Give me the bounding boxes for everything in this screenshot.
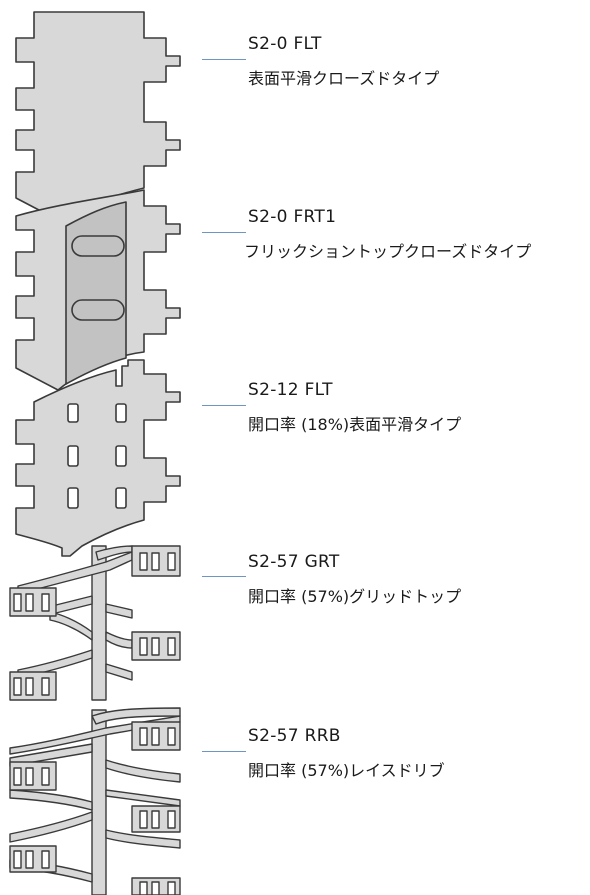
- belt-module-s2-57-grt: [9, 545, 181, 701]
- belt-illustration: [9, 11, 181, 895]
- belt-description: 開口率 (57%)グリッドトップ: [248, 587, 462, 606]
- belt-description: 表面平滑クローズドタイプ: [248, 69, 440, 88]
- grip-strip-lower: [71, 299, 125, 321]
- belt-code: S2-57 RRB: [248, 726, 341, 746]
- belt-entry-s2-0-frt1: S2-0 FRT1 フリックショントップクローズドタイプ: [244, 206, 531, 263]
- belt-module-s2-57-rrb: [9, 707, 181, 895]
- belt-entry-s2-57-rrb: S2-57 RRB 開口率 (57%)レイスドリブ: [248, 725, 445, 782]
- leader-line-s2-0-frt1: [202, 232, 246, 233]
- leader-line-s2-57-grt: [202, 576, 246, 577]
- belt-entry-s2-12-flt: S2-12 FLT 開口率 (18%)表面平滑タイプ: [248, 379, 461, 436]
- belt-entry-s2-0-flt: S2-0 FLT 表面平滑クローズドタイプ: [248, 33, 439, 90]
- belt-description: 開口率 (18%)表面平滑タイプ: [248, 415, 462, 434]
- belt-module-s2-12-flt: [15, 359, 181, 557]
- belt-code: S2-57 GRT: [248, 552, 340, 572]
- belt-entry-s2-57-grt: S2-57 GRT 開口率 (57%)グリッドトップ: [248, 551, 461, 608]
- belt-code: S2-12 FLT: [248, 380, 333, 400]
- leader-line-s2-57-rrb: [202, 751, 246, 752]
- belt-description: 開口率 (57%)レイスドリブ: [248, 761, 445, 780]
- drainage-holes: [67, 403, 127, 509]
- belt-code: S2-0 FLT: [248, 34, 322, 54]
- leader-line-s2-0-flt: [202, 59, 246, 60]
- belt-module-s2-0-flt: [15, 11, 181, 221]
- belt-code: S2-0 FRT1: [248, 207, 337, 227]
- leader-line-s2-12-flt: [202, 405, 246, 406]
- belt-module-s2-0-frt1: [15, 189, 181, 391]
- grip-strip-upper: [71, 235, 125, 257]
- belt-description: フリックショントップクローズドタイプ: [244, 242, 532, 261]
